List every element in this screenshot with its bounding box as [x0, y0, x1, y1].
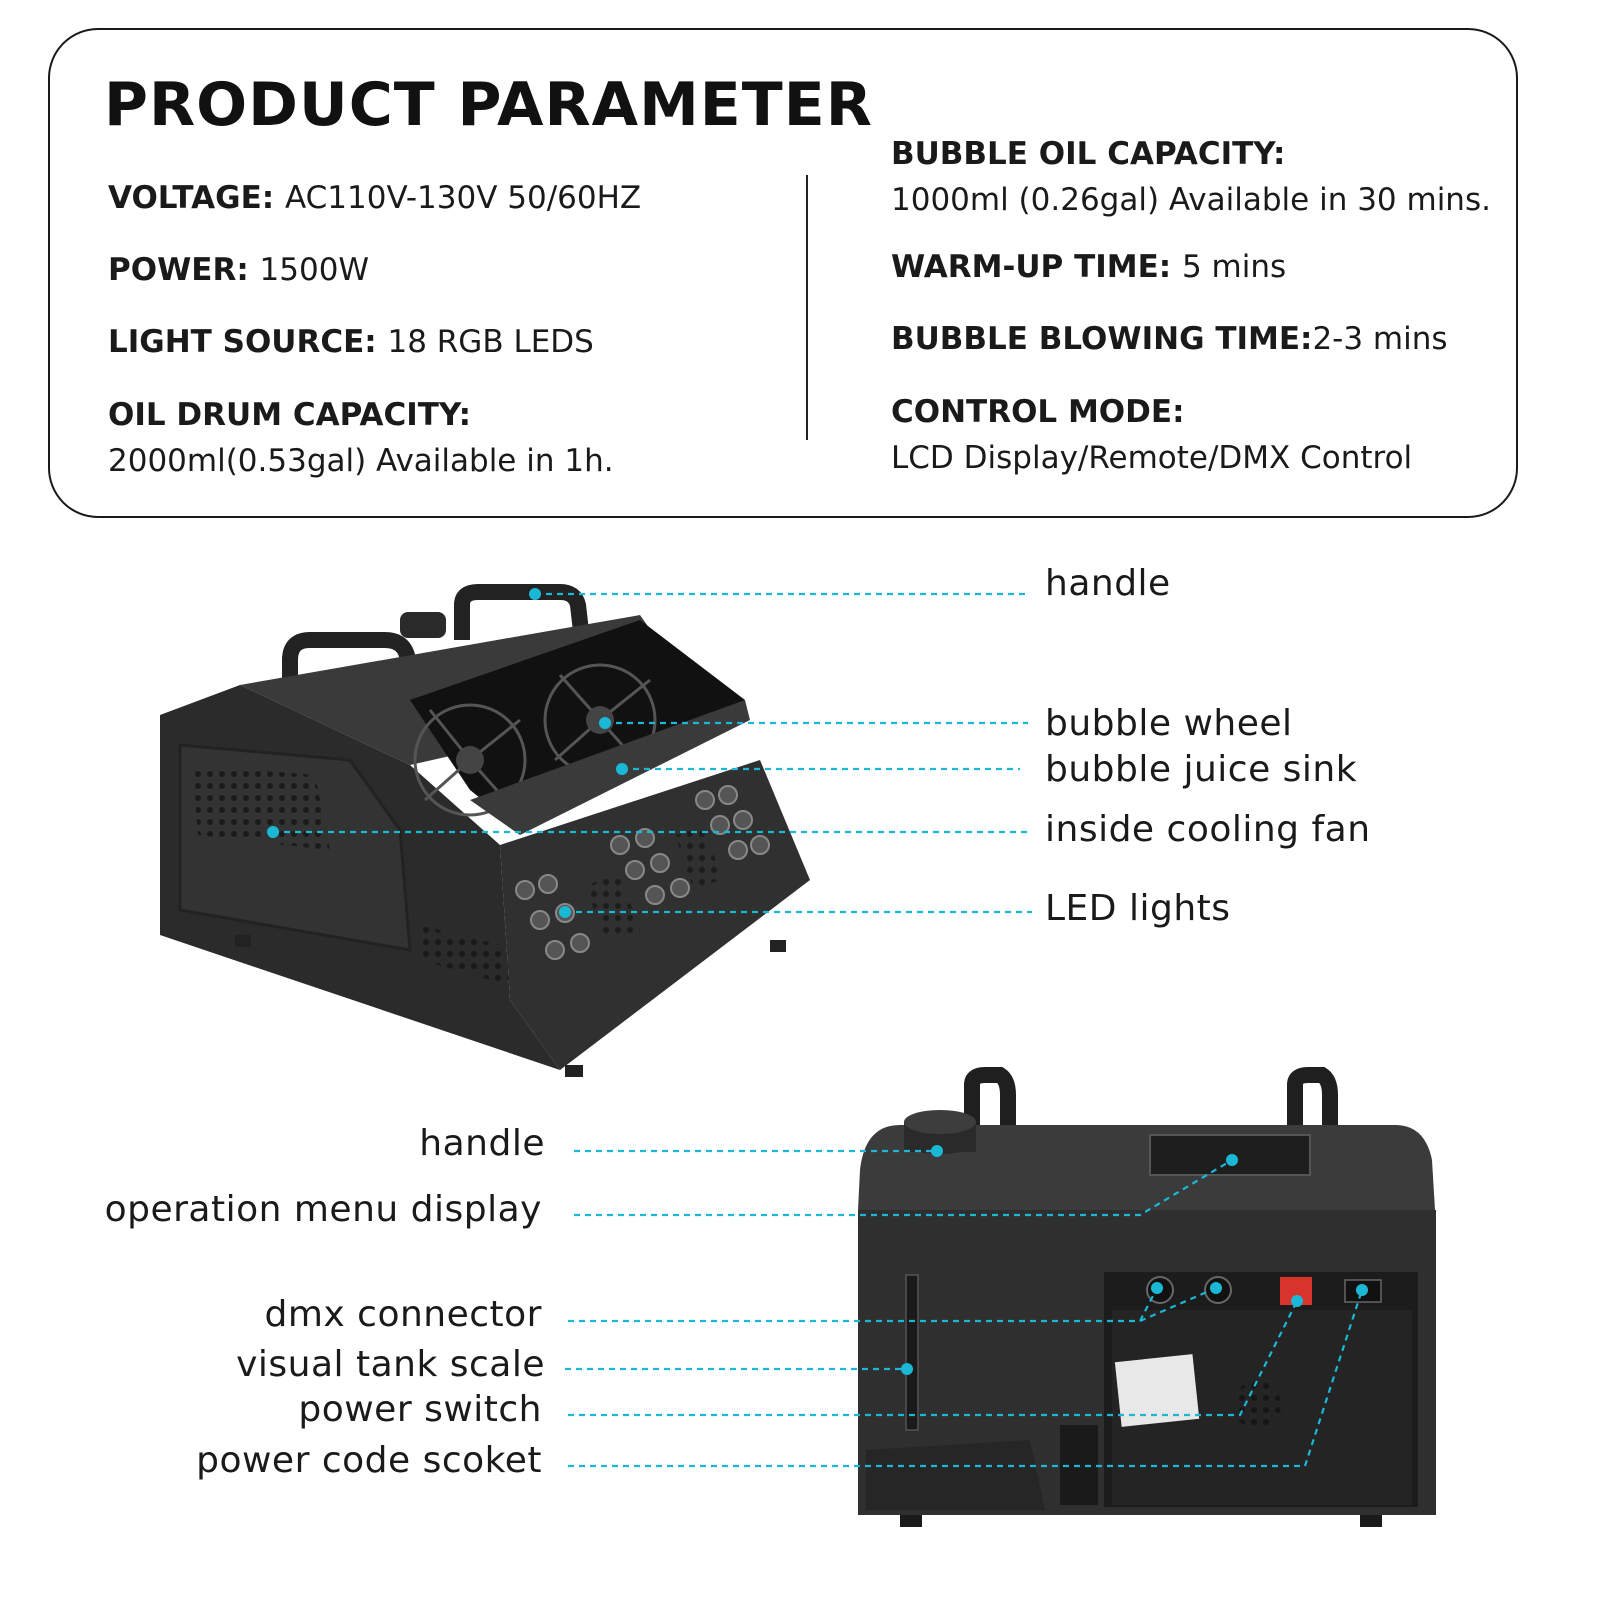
label-front-handle: handle: [1045, 563, 1171, 604]
spec-oil-drum-capacity: OIL DRUM CAPACITY:2000ml(0.53gal) Availa…: [108, 397, 614, 479]
spec-voltage: VOLTAGE: AC110V-130V 50/60HZ: [108, 180, 642, 216]
label-dmx-connector: dmx connector: [264, 1294, 542, 1335]
parameter-panel: [48, 28, 1518, 518]
leader-dots: [267, 588, 1368, 1375]
spec-control-mode: CONTROL MODE:LCD Display/Remote/DMX Cont…: [891, 394, 1413, 476]
panel-title: PRODUCT PARAMETER: [104, 70, 873, 140]
spec-bubble-blowing-time: BUBBLE BLOWING TIME:2-3 mins: [891, 321, 1448, 357]
label-bubble-juice-sink: bubble juice sink: [1045, 749, 1358, 790]
panel-divider: [806, 175, 808, 440]
label-power-switch: power switch: [298, 1389, 542, 1430]
spec-light-source: LIGHT SOURCE: 18 RGB LEDS: [108, 324, 594, 360]
back-machine-image: [858, 1067, 1436, 1527]
label-bubble-wheel: bubble wheel: [1045, 703, 1293, 744]
spec-power: POWER: 1500W: [108, 252, 370, 288]
leader-lines: [273, 592, 1364, 1468]
label-led-lights: LED lights: [1045, 888, 1231, 929]
label-power-code-scoket: power code scoket: [196, 1440, 542, 1481]
spec-bubble-oil-capacity: BUBBLE OIL CAPACITY:1000ml (0.26gal) Ava…: [891, 136, 1491, 218]
label-visual-tank-scale: visual tank scale: [236, 1344, 545, 1385]
front-machine-image: [160, 584, 810, 1077]
label-operation-menu-display: operation menu display: [104, 1189, 542, 1230]
label-back-handle: handle: [419, 1123, 545, 1164]
spec-warm-up-time: WARM-UP TIME: 5 mins: [891, 249, 1287, 285]
label-inside-cooling-fan: inside cooling fan: [1045, 809, 1371, 850]
